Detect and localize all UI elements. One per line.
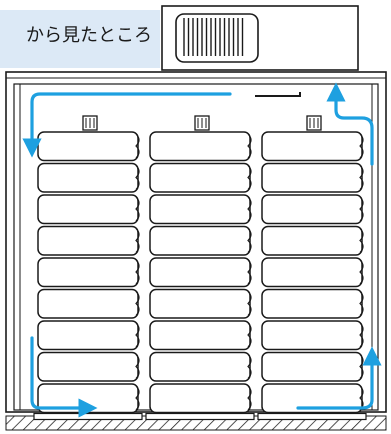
terminal-icon	[194, 115, 210, 131]
battery-icon	[149, 194, 252, 225]
caption-box: から見たところ	[0, 10, 160, 68]
battery-icon	[149, 225, 252, 256]
battery-icon	[261, 131, 364, 162]
battery-icon	[149, 320, 252, 351]
battery-icon	[261, 320, 364, 351]
battery-icon	[37, 194, 140, 225]
battery-icon	[261, 351, 364, 382]
caption-text: から見たところ	[26, 25, 152, 46]
battery-icon	[261, 162, 364, 193]
battery-base-rail	[257, 412, 367, 421]
airflow-arrow-icon	[326, 82, 374, 166]
battery-icon	[149, 162, 252, 193]
airflow-arrow-icon	[30, 336, 98, 418]
battery-icon	[261, 194, 364, 225]
battery-icon	[37, 288, 140, 319]
battery-icon	[37, 131, 140, 162]
battery-icon	[149, 288, 252, 319]
battery-stacks	[33, 115, 367, 421]
battery-icon	[37, 257, 140, 288]
battery-icon	[37, 320, 140, 351]
battery-icon	[37, 351, 140, 382]
battery-icon	[261, 288, 364, 319]
battery-icon	[149, 351, 252, 382]
battery-icon	[149, 383, 252, 414]
battery-icon	[37, 225, 140, 256]
fan-unit-icon	[161, 5, 359, 71]
battery-base-rail	[145, 412, 255, 421]
terminal-icon	[82, 115, 98, 131]
battery-icon	[261, 257, 364, 288]
battery-icon	[149, 131, 252, 162]
airflow-arrow-icon	[22, 92, 232, 158]
terminal-icon	[306, 115, 322, 131]
battery-icon	[149, 257, 252, 288]
battery-icon	[37, 162, 140, 193]
battery-base-rail	[33, 412, 143, 421]
airflow-arrows	[22, 82, 382, 418]
airflow-arrow-icon	[296, 346, 382, 410]
battery-icon	[261, 225, 364, 256]
